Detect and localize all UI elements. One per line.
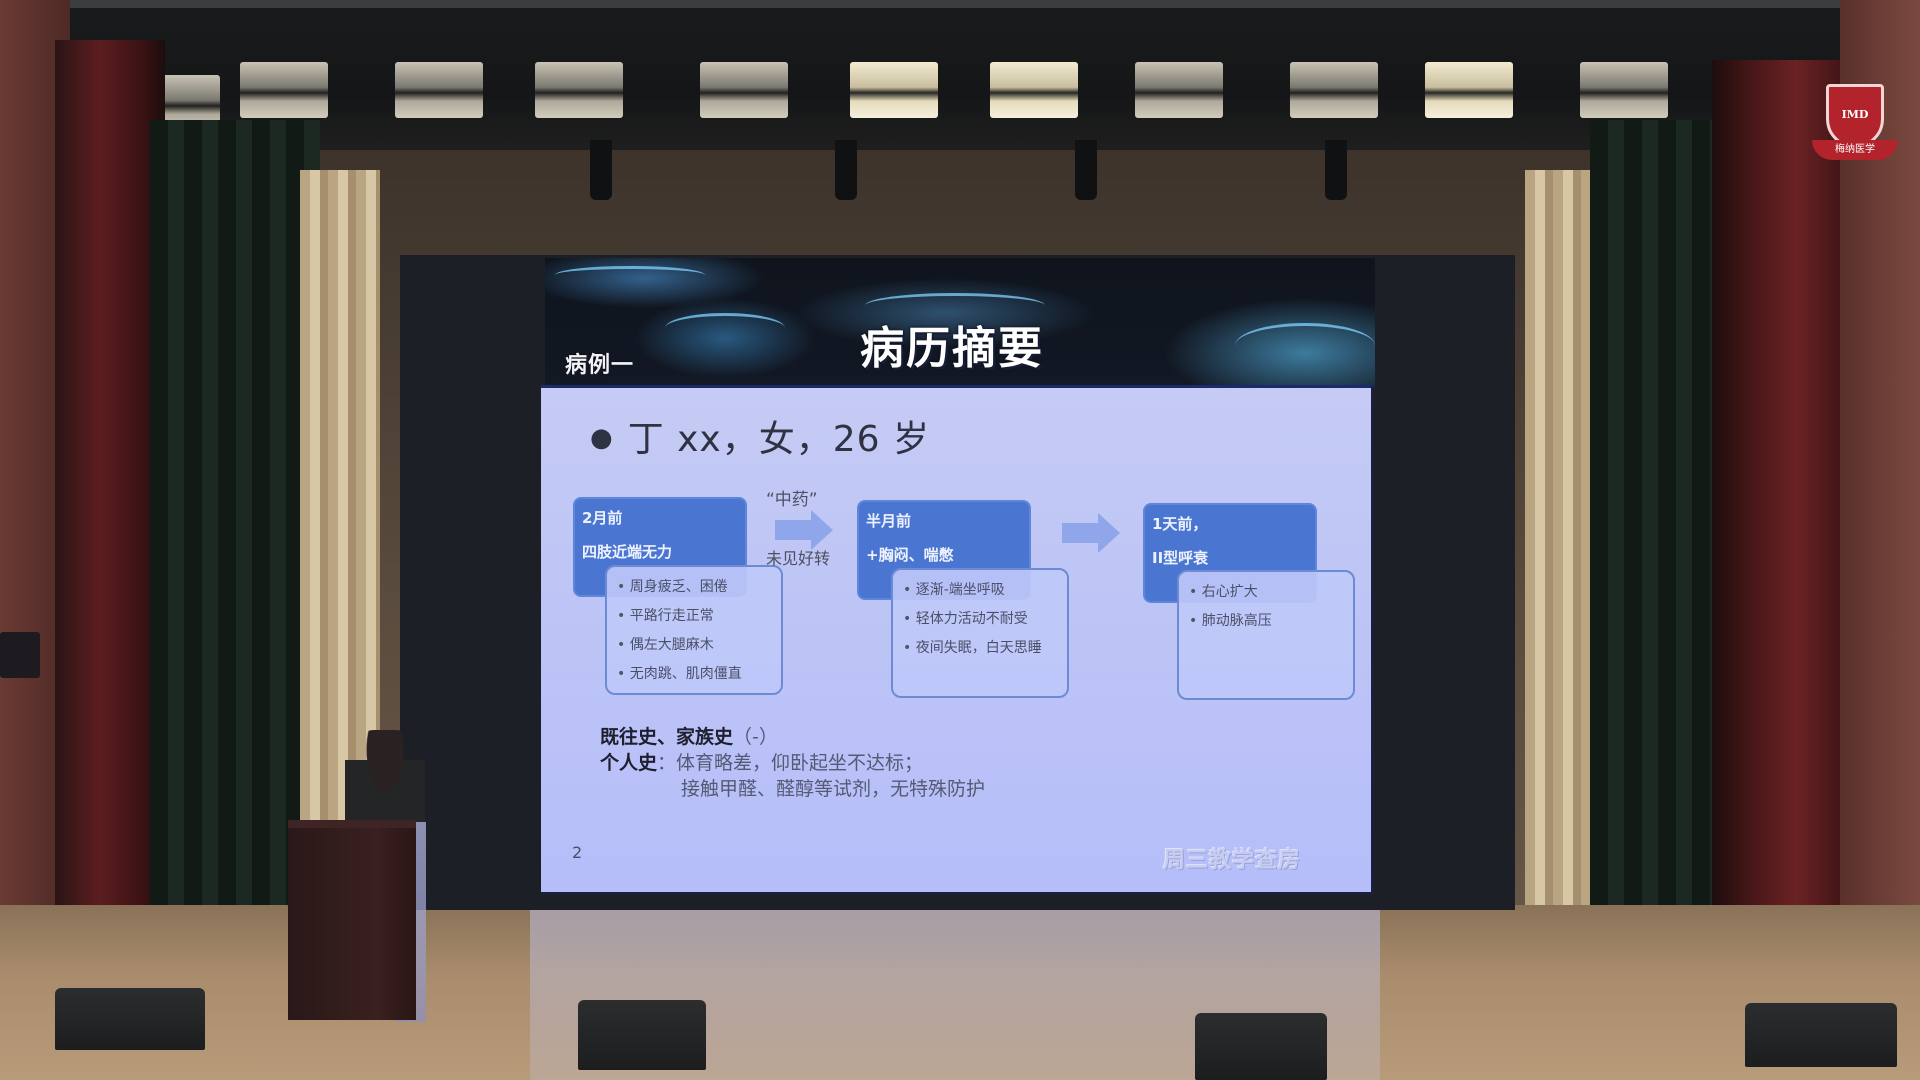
detail-item: 轻体力活动不耐受 — [903, 608, 1061, 628]
detail-item: 夜间失眠，白天思睡 — [903, 637, 1061, 657]
arrow-bottom-label: 未见好转 — [766, 549, 831, 568]
detail-item: 平路行走正常 — [617, 605, 775, 625]
stage-light — [850, 62, 938, 118]
timeline-time: 2月前 — [582, 509, 623, 527]
wall-right — [1840, 0, 1920, 1080]
detail-item: 偶左大腿麻木 — [617, 634, 775, 654]
patient-info-bullet: ● 丁 xx，女，26 岁 — [590, 410, 930, 462]
ceiling-edge — [30, 0, 1875, 8]
slide-header-banner — [545, 258, 1375, 388]
case-label: 病例一 — [565, 353, 635, 378]
curtain-right-beige — [1525, 170, 1595, 920]
slide-title: 病历摘要 — [860, 323, 1044, 374]
slide-watermark: 周三教学查房 — [1163, 848, 1302, 873]
timeline-time: 1天前， — [1152, 515, 1208, 533]
slide-page-number: 2 — [572, 843, 583, 862]
hanging-fixture — [835, 140, 857, 200]
curtain-left-red — [55, 40, 165, 1000]
timeline-headline: II型呼衰 — [1152, 549, 1209, 567]
curtain-right-dark — [1590, 120, 1720, 960]
logo-ribbon: 梅纳医学 — [1812, 140, 1898, 160]
stage-light — [240, 62, 328, 118]
timeline-stage-1-details: 周身疲乏、困倦 平路行走正常 偶左大腿麻木 无肉跳、肌肉僵直 — [605, 565, 783, 695]
medical-history: 既往史、家族史（-） 个人史：体育略差，仰卧起坐不达标； 接触甲醛、醛醇等试剂，… — [600, 724, 985, 802]
past-family-history: 既往史、家族史（-） — [600, 724, 985, 750]
timeline-headline: 四肢近端无力 — [582, 543, 673, 561]
stage-light — [1135, 62, 1223, 118]
bullet-dot: ● — [590, 423, 614, 453]
stage-light — [1425, 62, 1513, 118]
personal-line-1: ：体育略差，仰卧起坐不达标； — [657, 752, 924, 774]
stage-light — [700, 62, 788, 118]
detail-item: 右心扩大 — [1189, 581, 1347, 601]
stage-monitor-speaker — [578, 1000, 706, 1070]
right-arrow-icon — [1062, 513, 1120, 553]
detail-item: 逐渐-端坐呼吸 — [903, 579, 1061, 599]
detail-item: 肺动脉高压 — [1189, 610, 1347, 630]
past-family-value: （-） — [733, 726, 778, 748]
stage-light — [535, 62, 623, 118]
timeline-time: 半月前 — [866, 512, 912, 530]
stage-light — [1290, 62, 1378, 118]
hanging-fixture — [1325, 140, 1347, 200]
logo-abbr: IMD — [1841, 108, 1869, 121]
decorative-wisp — [665, 313, 785, 343]
stage-light — [395, 62, 483, 118]
detail-item: 周身疲乏、困倦 — [617, 576, 775, 596]
broadcast-logo: IMD 梅纳医学 — [1812, 84, 1898, 170]
personal-history: 个人史：体育略差，仰卧起坐不达标； 接触甲醛、醛醇等试剂，无特殊防护 — [600, 750, 985, 802]
personal-line-2: 接触甲醛、醛醇等试剂，无特殊防护 — [681, 778, 986, 800]
past-family-label: 既往史、家族史 — [600, 726, 734, 748]
decorative-wisp — [555, 266, 705, 284]
timeline-stage-3-details: 右心扩大 肺动脉高压 — [1177, 570, 1355, 700]
right-arrow-icon — [775, 510, 833, 550]
patient-info: 丁 xx，女，26 岁 — [627, 419, 930, 460]
curtain-right-red — [1712, 60, 1852, 1010]
arrow-top-label: “中药” — [766, 490, 818, 510]
hanging-fixture — [1075, 140, 1097, 200]
personal-label: 个人史 — [600, 752, 658, 774]
stage-monitor-speaker — [1745, 1003, 1897, 1067]
timeline-stage-2-details: 逐渐-端坐呼吸 轻体力活动不耐受 夜间失眠，白天思睡 — [891, 568, 1069, 698]
detail-item: 无肉跳、肌肉僵直 — [617, 663, 775, 683]
podium — [288, 820, 416, 1020]
hanging-fixture — [590, 140, 612, 200]
timeline-headline: +胸闷、喘憋 — [866, 546, 954, 564]
decorative-wisp — [1235, 323, 1375, 368]
curtain-left-dark — [150, 120, 320, 950]
stage-light — [1580, 62, 1668, 118]
video-camera — [0, 632, 40, 678]
curtain-left-beige — [300, 170, 380, 830]
stage-monitor-speaker — [1195, 1013, 1327, 1080]
stage-light — [990, 62, 1078, 118]
decorative-wisp — [865, 293, 1045, 318]
stage-monitor-speaker — [55, 988, 205, 1050]
